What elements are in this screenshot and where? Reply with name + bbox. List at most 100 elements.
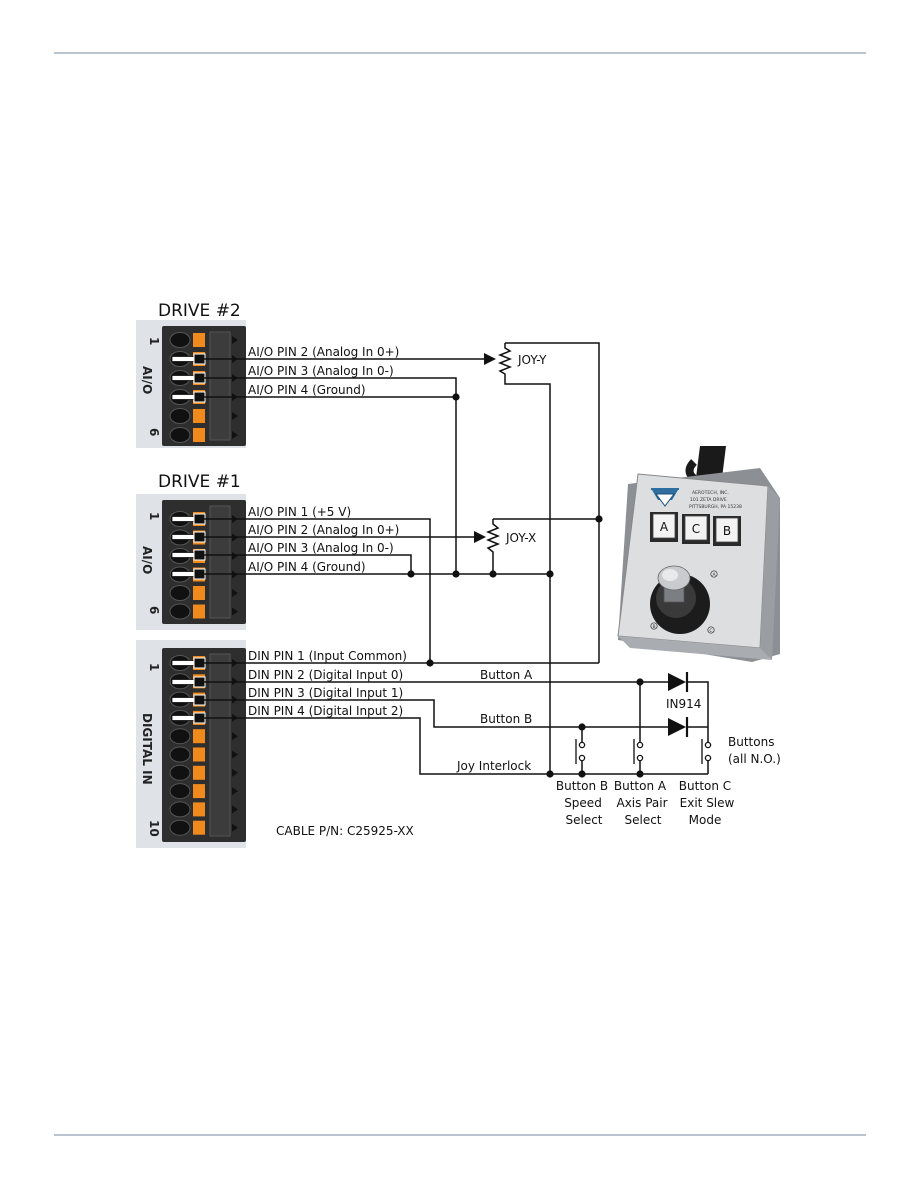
drive1-aio-release-tab (232, 607, 238, 616)
junction-dots (407, 393, 644, 778)
drive1-aio-socket (169, 585, 191, 601)
joy-x-label: JOY-X (505, 531, 536, 545)
plate-text: AEROTECH, INC. (692, 490, 729, 496)
drive2-socket (169, 427, 191, 443)
drive1-din-ferrule (171, 660, 195, 666)
drive1-din-first: 1 (147, 663, 161, 671)
drive1-aio-ferrule-sleeve (193, 531, 206, 543)
drive2-ferrule (171, 356, 195, 362)
drive2-spring-clip (193, 428, 205, 442)
diode-upper (668, 672, 689, 692)
drive1-din-ferrule-sleeve (193, 712, 206, 724)
drive2-release-tab (232, 412, 238, 420)
drive2-ferrule (171, 375, 195, 381)
drive1-din-socket (169, 728, 191, 745)
drive1-din-last: 10 (147, 820, 161, 837)
drive1-aio-ferrule-sleeve (193, 549, 206, 561)
drive1-aio-ferrule-sleeve (193, 568, 206, 580)
drive1-din-ferrule (171, 697, 195, 703)
switch-caption-line: Button B (556, 779, 608, 793)
switch-caption-line: Button A (614, 779, 667, 793)
drive2-connector: 1 AI/O 6 (136, 320, 246, 448)
header-rule (54, 52, 866, 54)
stick-marks (650, 570, 718, 634)
cable-part-number: CABLE P/N: C25925-XX (276, 824, 414, 838)
drive1-din-release-tab (232, 768, 238, 777)
drive1-title: DRIVE #1 (158, 472, 241, 492)
switch-caption-c: Button C Exit Slew Mode (679, 779, 735, 827)
switch-caption-b: Button B Speed Select (556, 779, 608, 827)
key-a: A (650, 512, 678, 542)
stick-mark-label: C (709, 628, 712, 634)
drive2-spring-clip (193, 333, 205, 347)
drive1-aio-release-tab (232, 589, 238, 597)
buttons-note: Buttons (728, 735, 774, 749)
diode-lower (668, 717, 689, 737)
switch-caption-a: Button A Axis Pair Select (614, 779, 668, 827)
drive1-din-socket (169, 764, 191, 781)
key-label: B (723, 524, 731, 538)
drive1-aio-ferrule (171, 552, 195, 558)
drive1-din-release-tab (232, 787, 238, 796)
d2-pin-label: AI/O PIN 3 (Analog In 0-) (248, 364, 394, 378)
drive1-din-ferrule-sleeve (193, 657, 206, 669)
switch-caption-line: Select (565, 813, 602, 827)
signal-button-a: Button A (480, 668, 533, 682)
switch-button-b (575, 739, 586, 764)
drive2-ferrule (171, 394, 195, 400)
d1-aio-pin-label: AI/O PIN 3 (Analog In 0-) (248, 541, 394, 555)
d1-din-pin-label: DIN PIN 2 (Digital Input 0) (248, 668, 403, 682)
drive1-aio-release-tab (232, 552, 238, 560)
drive1-din-spring-clip (193, 729, 205, 744)
signal-joy-interlock: Joy Interlock (456, 759, 531, 773)
plate-text: PITTSBURGH, PA 15238 (689, 504, 742, 510)
drive1-din-ferrule-sleeve (193, 694, 206, 706)
drive1-din-label: DIGITAL IN (140, 713, 154, 785)
drive2-ferrule-sleeve (193, 391, 206, 403)
drive1-din-release-tab (232, 732, 238, 741)
d2-pin-label: AI/O PIN 4 (Ground) (248, 383, 366, 397)
d1-din-pin-label: DIN PIN 4 (Digital Input 2) (248, 704, 403, 718)
drive1-din-ferrule-sleeve (193, 676, 206, 688)
key-label: C (692, 522, 700, 536)
switch-caption-line: Axis Pair (616, 796, 667, 810)
drive1-din-ferrule (171, 679, 195, 685)
switch-button-a (633, 739, 644, 764)
drive2-socket (169, 408, 191, 424)
joystick-stick (650, 565, 710, 634)
drive1-din-ferrule (171, 715, 195, 721)
joy-y-label: JOY-Y (517, 353, 547, 367)
drive2-aio-label: AI/O (140, 366, 154, 394)
drive1-aio-connector: 1 AI/O 6 (136, 494, 246, 630)
drive1-aio-ferrule (171, 534, 195, 540)
buttons-note: (all N.O.) (728, 752, 781, 766)
drive1-din-spring-clip (193, 802, 205, 817)
drive1-aio-ferrule-sleeve (193, 513, 206, 525)
key-label: A (660, 520, 669, 534)
stick-mark-label: B (652, 624, 655, 630)
d2-pin-label: AI/O PIN 2 (Analog In 0+) (248, 345, 399, 359)
drive1-aio-socket (169, 603, 191, 620)
drive1-aio-ferrule (171, 571, 195, 577)
drive1-aio-ferrule (171, 516, 195, 522)
drive2-ferrule-sleeve (193, 353, 206, 365)
drive1-din-socket (169, 783, 191, 800)
drive2-title: DRIVE #2 (158, 301, 241, 321)
joy-y-pot (497, 343, 513, 378)
drive1-aio-spring-clip (193, 604, 205, 619)
drive1-din-socket (169, 746, 191, 763)
drive2-pin-first: 1 (147, 337, 161, 345)
d1-din-pin-label: DIN PIN 1 (Input Common) (248, 649, 407, 663)
d1-aio-pin-label: AI/O PIN 2 (Analog In 0+) (248, 523, 399, 537)
joy-x-pot (485, 519, 501, 556)
switch-caption-line: Exit Slew (680, 796, 735, 810)
key-b: B (713, 516, 741, 546)
switch-button-c (701, 739, 712, 764)
drive1-din-spring-clip (193, 784, 205, 799)
aerotech-logo (651, 488, 679, 507)
drive1-aio-last: 6 (147, 606, 161, 614)
key-c: C (682, 514, 710, 544)
d1-aio-pin-label: AI/O PIN 4 (Ground) (248, 560, 366, 574)
drive1-aio-first: 1 (147, 512, 161, 520)
